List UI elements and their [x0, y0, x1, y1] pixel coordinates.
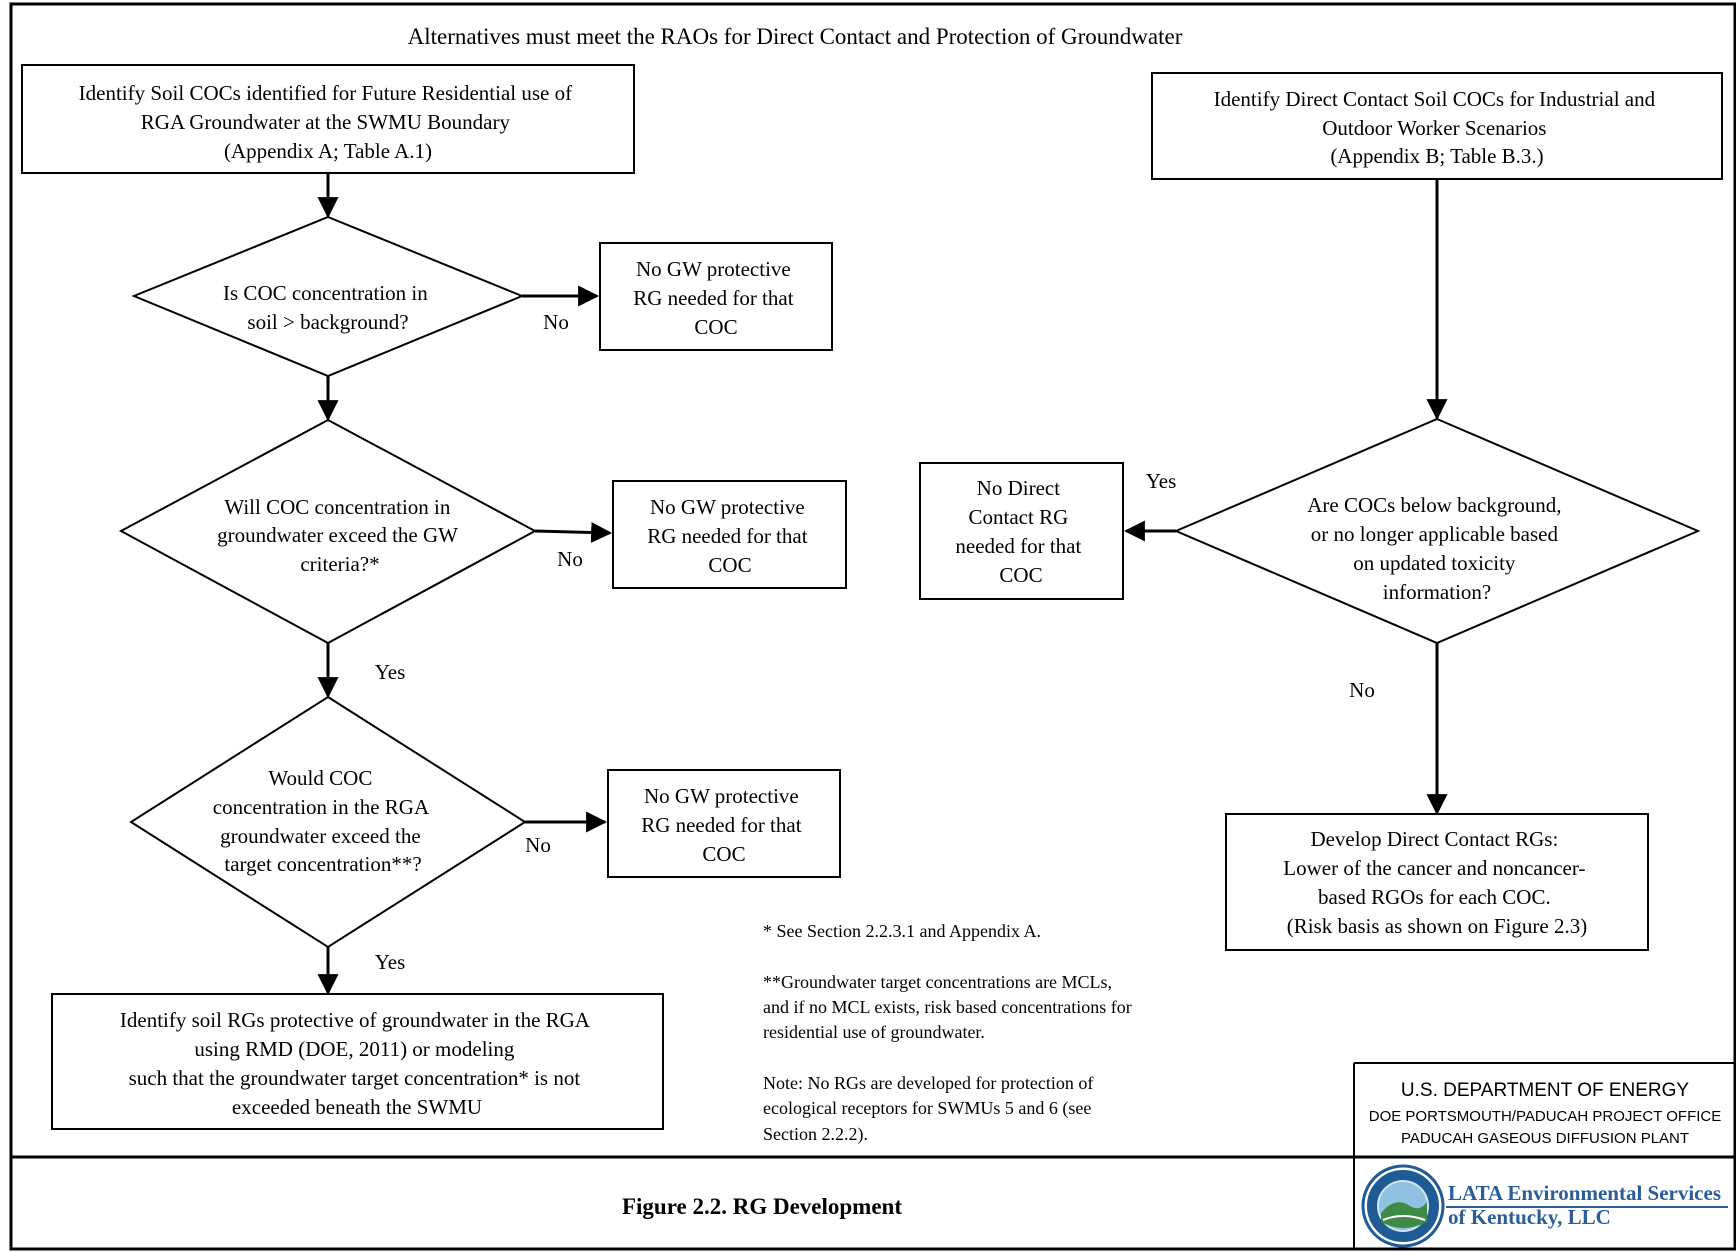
figure-caption: Figure 2.2. RG Development	[622, 1194, 902, 1219]
result1-no-gw-rg-box: No GW protective RG needed for that COC	[599, 242, 833, 351]
soil-rg-protective-box: Identify soil RGs protective of groundwa…	[51, 993, 664, 1130]
svg-text:No GW protective RG need: No GW protective RG needed for that COC	[633, 257, 799, 339]
decision-exceed-gw-criteria: Will COC concentration in groundwater ex…	[118, 418, 538, 645]
svg-text:No GW protective RG need: No GW protective RG needed for that COC	[647, 495, 813, 577]
svg-text:No GW protective RG need: No GW protective RG needed for that COC	[641, 784, 807, 866]
footnote-section-ref: * See Section 2.2.3.1 and Appendix A.	[763, 921, 1041, 941]
agency-plant-name: PADUCAH GASEOUS DIFFUSION PLANT	[1401, 1130, 1689, 1147]
develop-direct-contact-rg-box: Develop Direct Contact RGs: Lower of the…	[1225, 813, 1649, 951]
note-ecological-receptors: Note: No RGs are developed for protectio…	[763, 1073, 1098, 1145]
svg-text:Identify Direct Contact Soil C: Identify Direct Contact Soil COCs for In…	[1214, 87, 1661, 168]
svg-text:Identify soil RGs protective o: Identify soil RGs protective of groundwa…	[120, 1008, 594, 1119]
decision-above-background: Is COC concentration in soil > backgroun…	[131, 215, 525, 378]
svg-text:Identify Soil COCs identified: Identify Soil COCs identified for Future…	[79, 81, 578, 163]
residential-coc-box: Identify Soil COCs identified for Future…	[21, 64, 635, 174]
contractor-name-line2: of Kentucky, LLC	[1448, 1205, 1611, 1229]
svg-text:Is COC concentration in: Is COC concentration in soil > backgroun…	[223, 281, 433, 334]
agency-project-office: DOE PORTSMOUTH/PADUCAH PROJECT OFFICE	[1369, 1108, 1722, 1125]
footnote-groundwater-target: **Groundwater target concentrations are …	[763, 972, 1136, 1042]
result2-no-gw-rg-box: No GW protective RG needed for that COC	[612, 480, 847, 589]
result3-no-gw-rg-box: No GW protective RG needed for that COC	[607, 769, 841, 878]
decision2-yes-label: Yes	[375, 660, 406, 684]
connector-decision2-no	[534, 521, 613, 543]
svg-text:No Direct Contact RG: No Direct Contact RG needed for that COC	[955, 476, 1086, 587]
svg-text:Are COCs below background,: Are COCs below background, or no longer …	[1307, 493, 1567, 604]
direct-contact-coc-box: Identify Direct Contact Soil COCs for In…	[1151, 72, 1723, 180]
right-decision-yes-label: Yes	[1146, 469, 1177, 493]
svg-text:Will COC concentration in: Will COC concentration in groundwater ex…	[217, 495, 463, 576]
lata-seal-logo	[1361, 1164, 1445, 1248]
right-decision-no-label: No	[1349, 678, 1375, 702]
no-direct-contact-rg-box: No Direct Contact RG needed for that COC	[919, 462, 1124, 600]
decision2-no-label: No	[557, 547, 583, 571]
figure-frame	[9, 2, 1736, 1251]
svg-text:Would COC concentration: Would COC concentration in the RGA groun…	[213, 766, 433, 876]
decision3-yes-label: Yes	[375, 950, 406, 974]
decision-exceed-target-concentration: Would COC concentration in the RGA groun…	[129, 695, 527, 949]
figure-title: Alternatives must meet the RAOs for Dire…	[408, 24, 1183, 49]
svg-text:Develop Direct Contact RGs:: Develop Direct Contact RGs: Lower of the…	[1283, 827, 1590, 938]
decision3-no-label: No	[525, 833, 551, 857]
decision-below-background: Are COCs below background, or no longer …	[1173, 417, 1701, 645]
agency-name: U.S. DEPARTMENT OF ENERGY	[1401, 1080, 1690, 1101]
decision1-no-label: No	[543, 310, 569, 334]
contractor-name-line1: LATA Environmental Services	[1448, 1181, 1721, 1205]
